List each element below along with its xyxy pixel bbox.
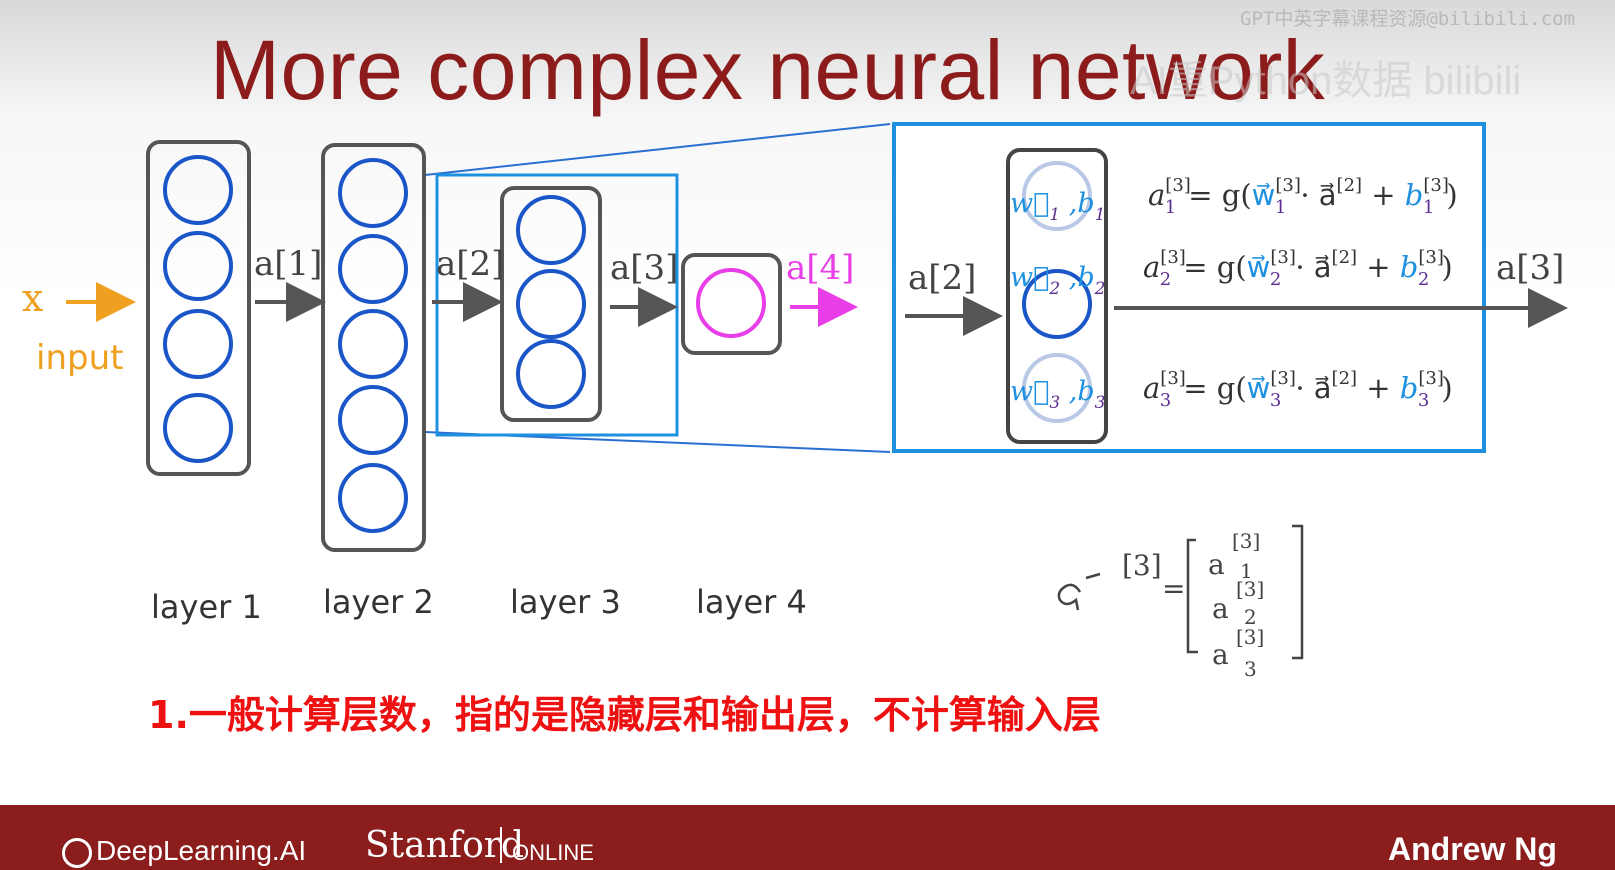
- neuron: [163, 309, 233, 379]
- svg-text:[3]: [3]: [1236, 577, 1264, 601]
- layer-1-neurons: [163, 155, 233, 463]
- input-symbol: x: [22, 276, 44, 320]
- zoom-output-label: a[3]: [1496, 248, 1565, 288]
- footer-bar: DeepLearning.AI Stanford ONLINE Andrew N…: [0, 805, 1615, 870]
- neuron: [516, 195, 586, 265]
- zoom-layer-box: [1006, 148, 1108, 444]
- svg-text:w⃗1 ,b1: w⃗1 ,b1: [1010, 188, 1105, 225]
- deeplearning-logo: DeepLearning.AI: [62, 835, 306, 868]
- layer-1-box: [146, 140, 251, 476]
- neuron: [516, 269, 586, 339]
- svg-text:a: a: [1208, 548, 1225, 581]
- svg-text:[3]: [3]: [1236, 625, 1264, 649]
- neuron: [1022, 269, 1092, 339]
- layer-2-label: layer 2: [323, 583, 434, 621]
- layer-4-label: layer 4: [696, 583, 807, 621]
- layer-3-box: [500, 186, 602, 422]
- label-a4: a[4]: [786, 248, 855, 288]
- svg-text:a[3]2= g(w⃗[3]2· a⃗[2] + b[3]2: a[3]2= g(w⃗[3]2· a⃗[2] + b[3]2): [1143, 247, 1453, 290]
- slide-title: More complex neural network: [210, 23, 1326, 117]
- neuron-faded: [1022, 353, 1092, 423]
- label-a2: a[2]: [436, 244, 505, 284]
- layer-2-neurons: [338, 158, 408, 533]
- neuron: [338, 234, 408, 304]
- zoom-neurons: [1022, 161, 1092, 423]
- output-neuron: [696, 268, 766, 338]
- svg-text:2: 2: [1244, 605, 1257, 629]
- svg-text:3: 3: [1244, 657, 1257, 681]
- neuron: [163, 393, 233, 463]
- svg-text:a[3]1= g(w⃗[3]1· a⃗[2] + b[3]1: a[3]1= g(w⃗[3]1· a⃗[2] + b[3]1): [1148, 175, 1458, 218]
- neuron: [338, 385, 408, 455]
- watermark: GPT中英字幕课程资源@bilibili.com: [1240, 8, 1576, 30]
- zoom-input-label: a[2]: [908, 258, 977, 298]
- svg-text:a: a: [1212, 638, 1229, 671]
- projection-line-top: [424, 123, 891, 176]
- label-a3: a[3]: [610, 248, 679, 288]
- network-diagram: w⃗1 ,b1 w⃗2 ,b2 w⃗3 ,b3 a[3]1= g(w⃗[3]1·…: [66, 122, 1568, 681]
- zoom-box: [892, 122, 1486, 453]
- neuron: [163, 231, 233, 301]
- neuron: [338, 158, 408, 228]
- input-label: input: [36, 338, 124, 378]
- layer-1-label: layer 1: [151, 588, 262, 626]
- handwritten-vector: [1057, 524, 1304, 660]
- layer-3-neurons: [516, 195, 586, 409]
- svg-text:=: =: [1162, 572, 1185, 605]
- svg-text:[3]: [3]: [1232, 529, 1260, 553]
- stanford-logo: Stanford: [365, 825, 525, 866]
- subtitle-note: 1.一般计算层数，指的是隐藏层和输出层，不计算输入层: [148, 693, 1101, 737]
- layer-4-box: [681, 253, 782, 355]
- layer-3-label: layer 3: [510, 583, 621, 621]
- author-name: Andrew Ng: [1388, 831, 1557, 867]
- layer-2-box: [321, 143, 426, 552]
- neuron: [516, 339, 586, 409]
- svg-text:a[3]3= g(w⃗[3]3· a⃗[2] + b[3]3: a[3]3= g(w⃗[3]3· a⃗[2] + b[3]3): [1143, 368, 1453, 411]
- logo-icon: [62, 837, 92, 868]
- label-a1: a[1]: [254, 244, 323, 284]
- online-label: ONLINE: [512, 840, 594, 865]
- svg-text:1: 1: [1240, 559, 1253, 583]
- svg-text:a: a: [1212, 592, 1229, 625]
- svg-text:[3]: [3]: [1122, 549, 1162, 582]
- neuron: [338, 463, 408, 533]
- neuron: [338, 309, 408, 379]
- watermark-overlay: AI重Python数据 bilibili: [1130, 59, 1522, 103]
- neuron-faded: [1022, 161, 1092, 231]
- neuron: [163, 155, 233, 225]
- footer-divider: [500, 827, 502, 863]
